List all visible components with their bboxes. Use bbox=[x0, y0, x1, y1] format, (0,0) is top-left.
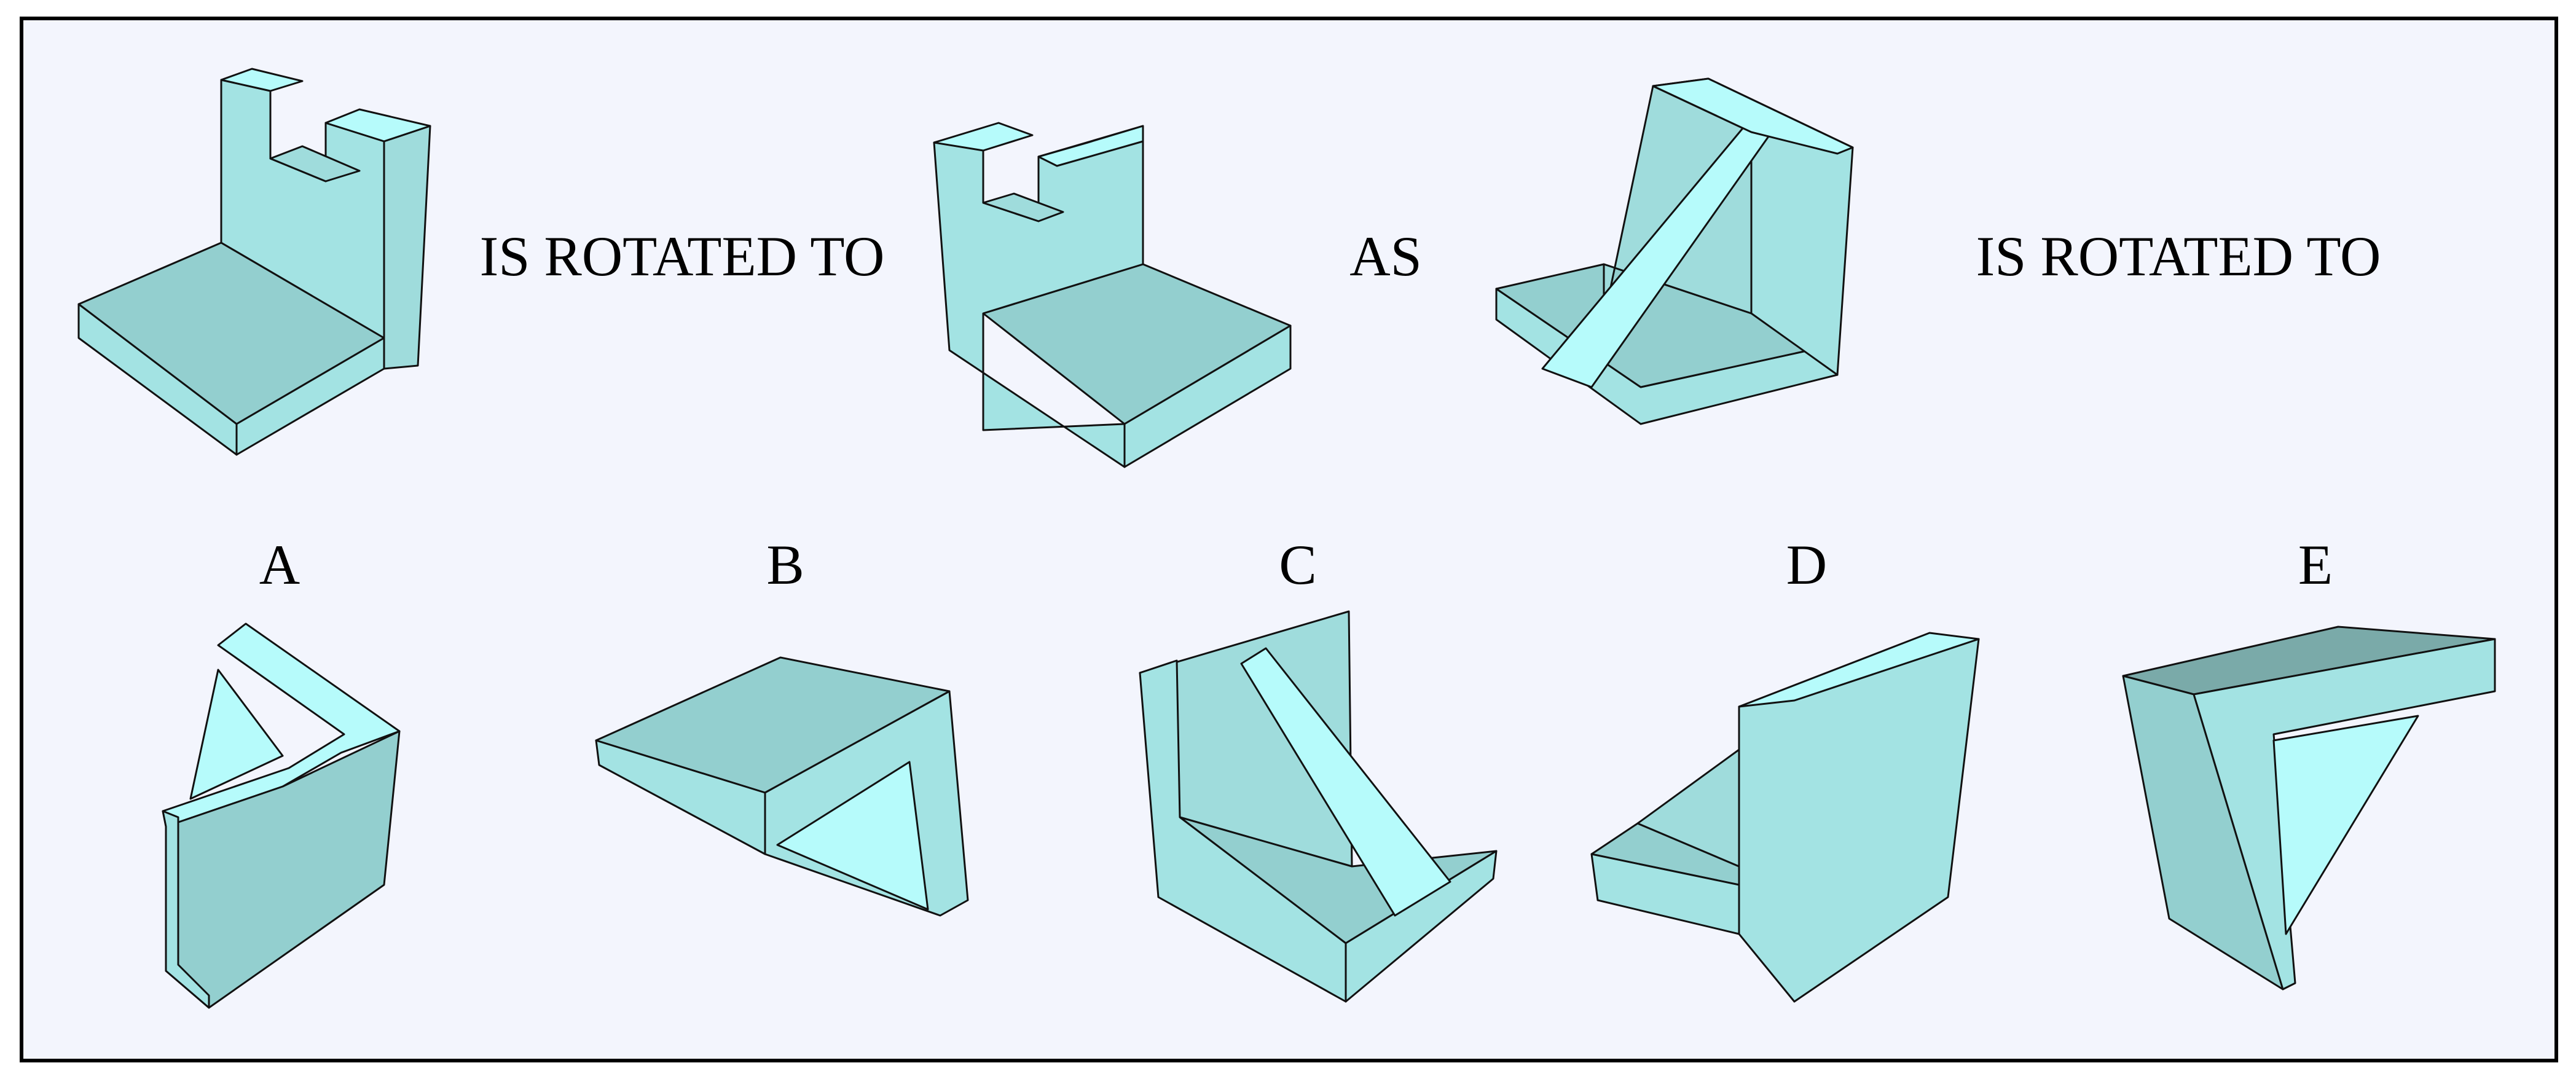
option-b-brace-face bbox=[776, 761, 929, 911]
option-label-a: A bbox=[259, 533, 300, 596]
phrase-is-rotated-to-2: IS ROTATED TO bbox=[1976, 225, 2381, 288]
option-c-diagonal-brace bbox=[1240, 647, 1451, 917]
shape1-notch-floor bbox=[269, 145, 361, 182]
shape1-wall-top-left bbox=[220, 68, 304, 92]
option-a-shape bbox=[162, 622, 401, 1009]
option-b-shape bbox=[595, 656, 969, 917]
option-label-b: B bbox=[766, 533, 804, 596]
option-label-d: D bbox=[1786, 533, 1827, 596]
option-e-shape bbox=[2122, 626, 2496, 991]
shape3-wall-top-face bbox=[1652, 77, 1854, 155]
option-c-shape bbox=[1139, 610, 1498, 1003]
option-a-inner-brace bbox=[189, 669, 284, 800]
option-d-shape bbox=[1590, 632, 1980, 1003]
shape2-wall-top-left bbox=[933, 122, 1034, 152]
option-label-c: C bbox=[1279, 533, 1316, 596]
option-e-brace bbox=[2272, 715, 2419, 935]
shape2-wall-top-right bbox=[1037, 125, 1144, 167]
option-d-wall-top bbox=[1738, 632, 1980, 708]
option-e-front-face bbox=[2193, 638, 2496, 991]
shape-notched-l-original bbox=[77, 68, 431, 456]
option-a-side-edge bbox=[162, 810, 210, 1009]
shape2-notch-floor bbox=[982, 192, 1064, 222]
option-label-e: E bbox=[2298, 533, 2333, 596]
phrase-is-rotated-to-1: IS ROTATED TO bbox=[480, 225, 885, 288]
shape-braced-l-original bbox=[1495, 77, 1854, 425]
phrase-as: AS bbox=[1349, 225, 1422, 288]
shape1-wall-top-right bbox=[324, 108, 431, 143]
shape-notched-l-rotated bbox=[933, 122, 1292, 468]
